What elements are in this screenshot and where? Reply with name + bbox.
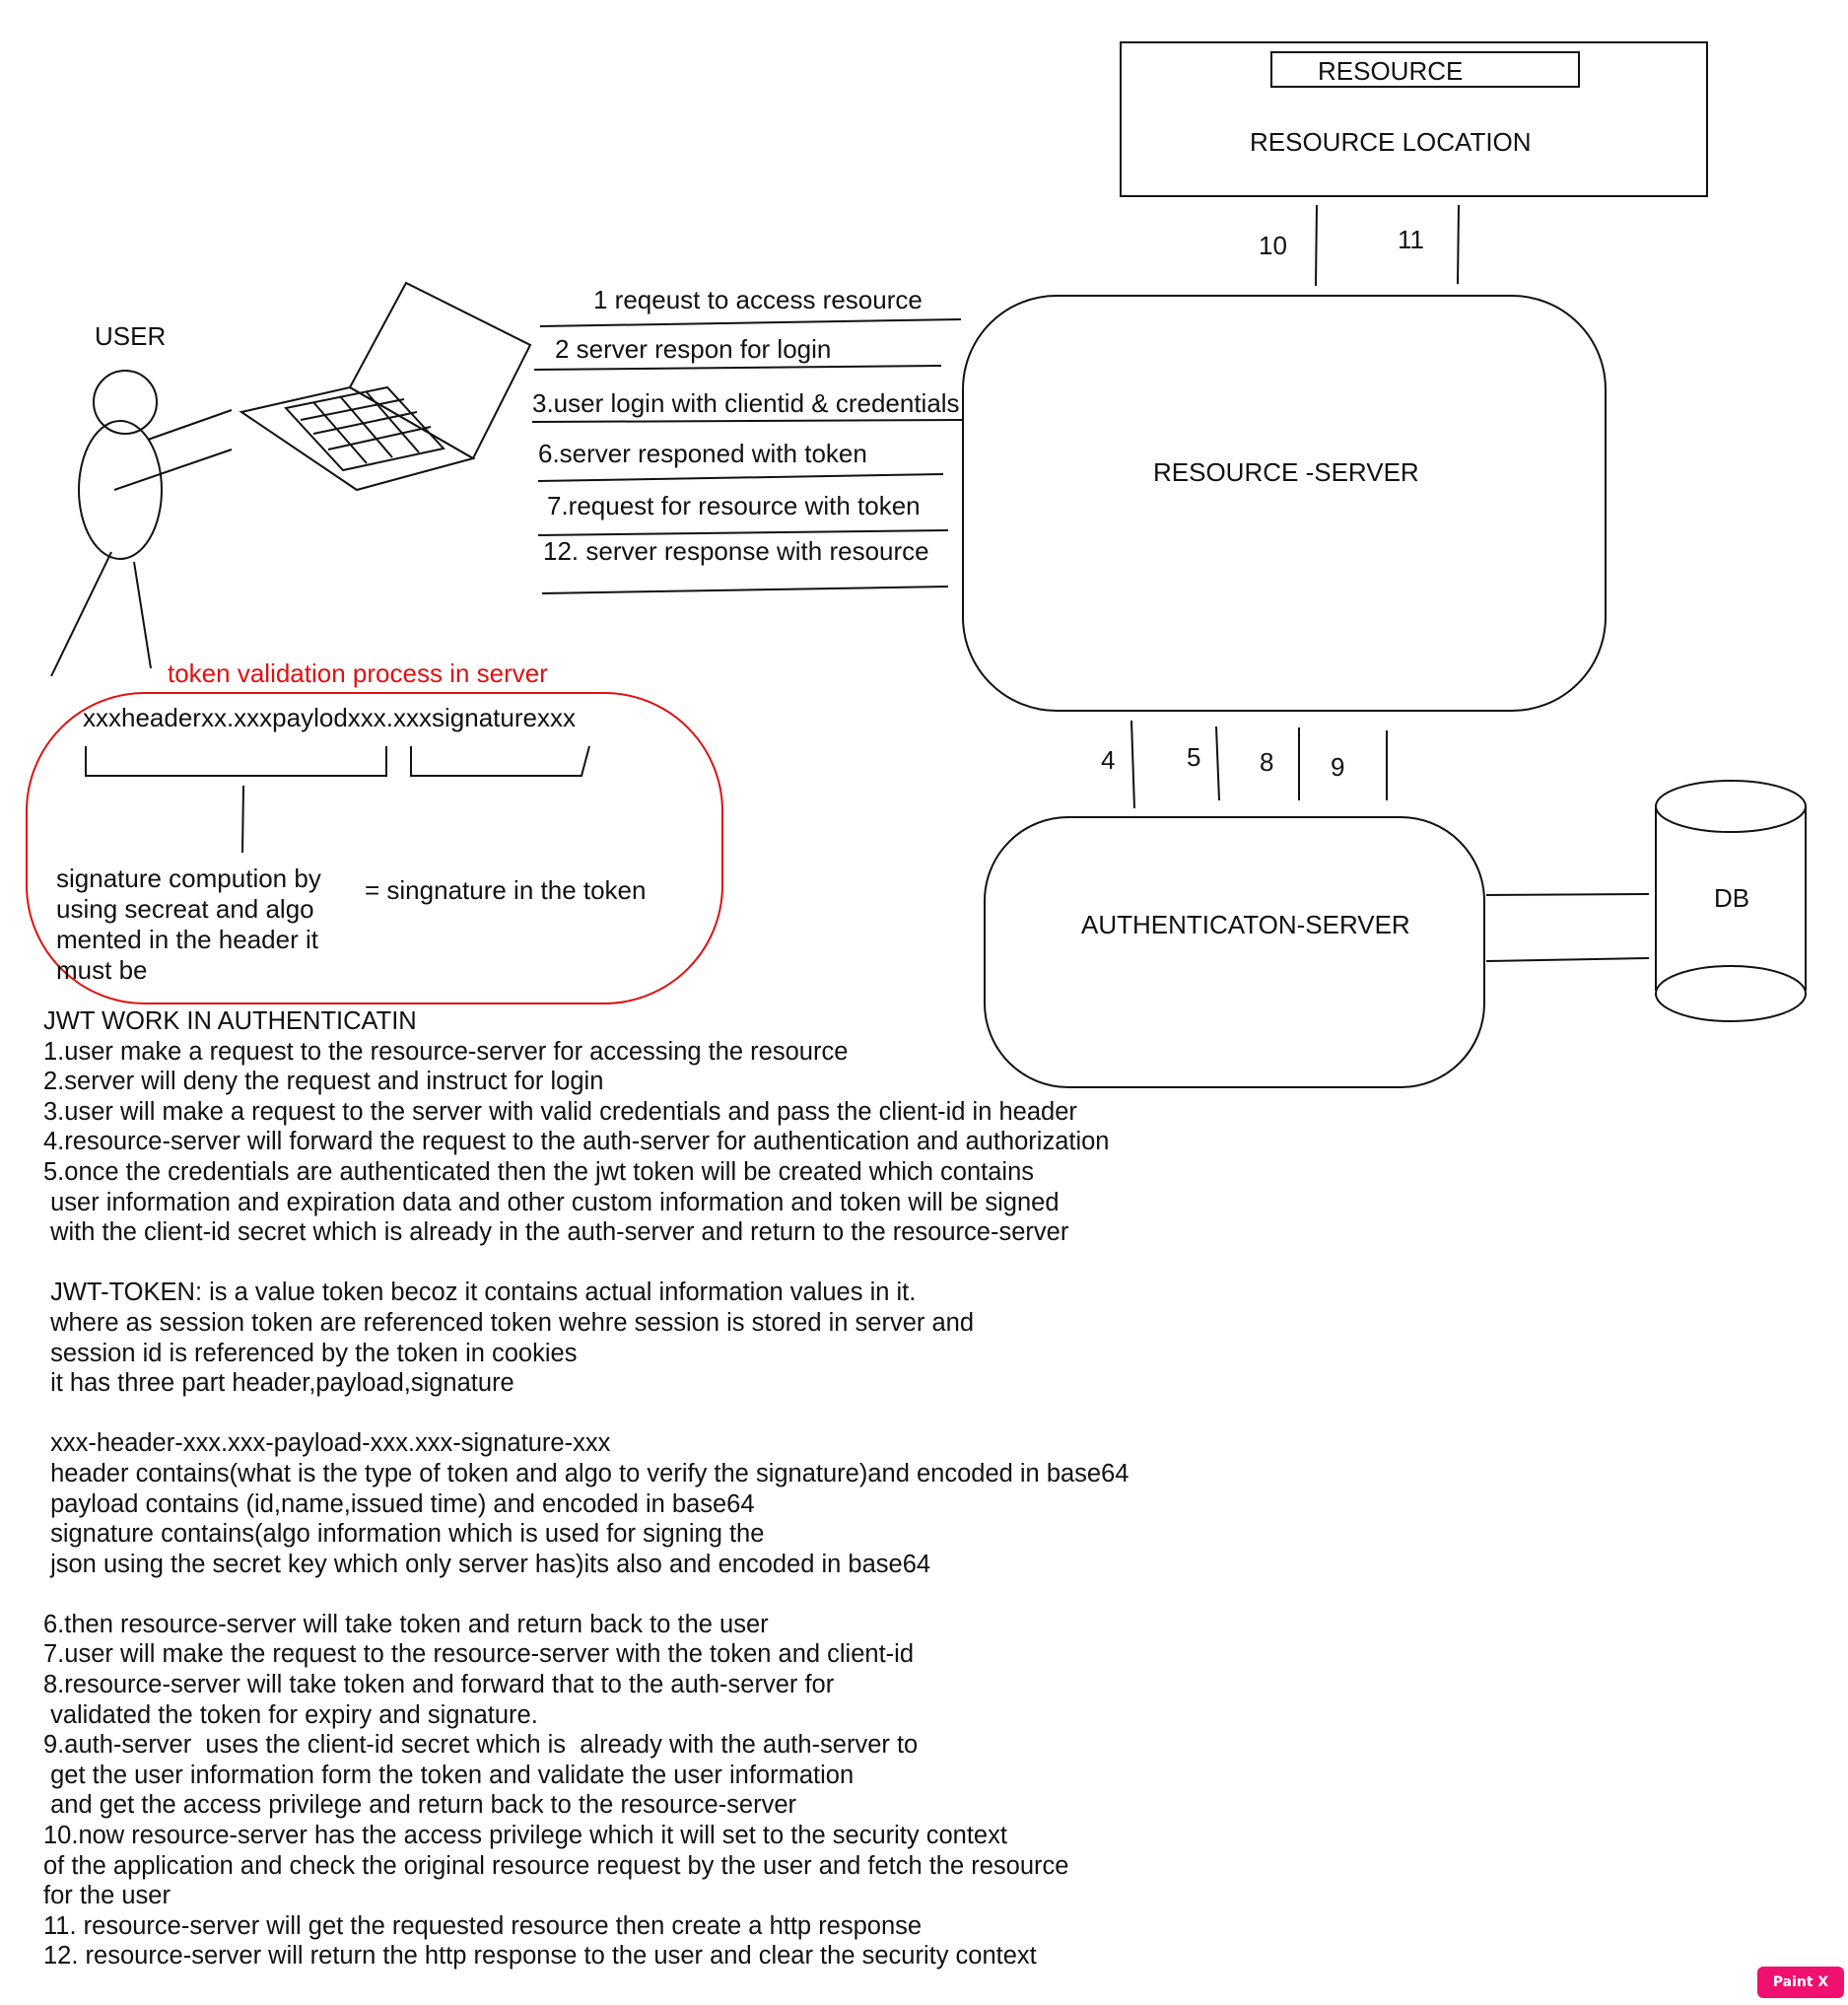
notes-line: user information and expiration data and… [43,1188,1060,1216]
db-link-top [1485,893,1650,896]
db-cylinder-body [1655,806,1807,991]
signature-computation-line-3: mented in the header it [56,925,318,954]
step-11-label: 11 [1398,225,1424,254]
db-cylinder-top [1655,780,1807,833]
arrow-label-7: 7.request for resource with token [547,491,921,520]
notes-line: 6.then resource-server will take token a… [43,1610,769,1638]
notes-line: signature contains(algo information whic… [43,1520,765,1549]
notes-line: 5.once the credentials are authenticated… [43,1157,1035,1186]
token-bracket-stem [241,785,244,854]
signature-computation-line-2: using secreat and algo [56,894,314,924]
token-validation-title: token validation process in server [168,658,548,688]
notes-line: 10.now resource-server has the access pr… [43,1822,1007,1850]
arrow-label-12: 12. server response with resource [543,536,929,566]
token-string: xxxheaderxx.xxxpaylodxxx.xxxsignaturexxx [83,703,576,732]
user-label: USER [95,321,167,351]
arrow-line-1 [539,318,962,327]
notes-line: for the user [43,1882,171,1910]
notes-line: 1.user make a request to the resource-se… [43,1037,849,1066]
notes-line [43,1399,1129,1429]
arrow-label-1: 1 reqeust to access resource [593,285,923,314]
resource-title-box [1270,51,1580,88]
token-bracket-signature [410,745,590,777]
notes-line: 9.auth-server uses the client-id secret … [43,1731,919,1760]
arrow-line-12 [541,586,949,594]
notes-line [43,1579,1129,1610]
arrow-label-6: 6.server responed with token [538,439,867,468]
arrow-label-2: 2 server respon for login [555,334,832,364]
step-5-label: 5 [1187,742,1201,772]
signature-computation-line-1: signature compution by [56,864,321,893]
notes-line: 12. resource-server will return the http… [43,1942,1037,1970]
resource-location-box [1120,41,1708,197]
notes-line: validated the token for expiry and signa… [43,1700,538,1729]
signature-equals-text: = singnature in the token [365,875,647,905]
user-leg-left [50,551,112,677]
notes-line: json using the secret key which only ser… [43,1550,931,1578]
db-cylinder-bottom [1655,965,1807,1022]
notes-line: payload contains (id,name,issued time) a… [43,1489,755,1518]
db-link-bottom [1485,957,1650,962]
auth-server-label: AUTHENTICATON-SERVER [1081,910,1410,939]
step-8-label: 8 [1260,747,1274,777]
token-validation-oval [26,692,723,1004]
connector-11 [1457,204,1460,285]
arrow-line-3 [531,419,965,423]
notes-line [43,1248,1129,1279]
token-bracket-header-payload [85,746,387,777]
notes-line: JWT WORK IN AUTHENTICATIN [43,1007,417,1035]
notes-line: 4.resource-server will forward the reque… [43,1128,1110,1156]
notes-line: 3.user will make a request to the server… [43,1097,1077,1126]
arrow-line-7 [537,529,949,536]
notes-line: and get the access privilege and return … [43,1791,796,1820]
connector-10 [1315,204,1318,287]
step-9-label: 9 [1331,752,1345,782]
user-head [93,370,158,435]
notes-line: 11. resource-server will get the request… [43,1911,923,1940]
notes-line: where as session token are referenced to… [43,1308,974,1337]
resource-location-label: RESOURCE LOCATION [1250,127,1532,157]
notes-line: JWT-TOKEN: is a value token becoz it con… [43,1279,917,1307]
paint-x-lite-watermark: Paint X Lite [1757,1967,1844,1998]
connector-4 [1130,720,1135,809]
user-leg-right [133,561,152,669]
laptop-icon [239,281,532,492]
connector-5 [1215,726,1220,801]
resource-title: RESOURCE [1318,56,1464,86]
resource-server-box [962,295,1607,712]
signature-computation-line-4: must be [56,955,148,985]
notes-line: header contains(what is the type of toke… [43,1459,1129,1487]
notes-line: of the application and check the origina… [43,1851,1069,1880]
user-body [78,420,163,560]
notes-line: get the user information form the token … [43,1761,855,1789]
notes-line: session id is referenced by the token in… [43,1339,578,1367]
notes-line: 2.server will deny the request and instr… [43,1068,604,1096]
notes-line: xxx-header-xxx.xxx-payload-xxx.xxx-signa… [43,1429,611,1458]
notes-line: 8.resource-server will take token and fo… [43,1671,835,1699]
db-label: DB [1714,883,1750,913]
step-4-label: 4 [1101,745,1116,775]
arrow-line-6 [537,473,944,482]
notes-line: 7.user will make the request to the reso… [43,1640,915,1669]
auth-server-box [984,816,1485,1088]
resource-server-label: RESOURCE -SERVER [1153,457,1419,487]
step-10-label: 10 [1259,231,1287,260]
notes-line: with the client-id secret which is alrea… [43,1218,1069,1247]
user-arm-upper [147,409,233,441]
arrow-label-3: 3.user login with clientid & credentials [532,388,960,418]
arrow-line-2 [533,365,942,371]
user-arm-lower [113,449,233,491]
notes-line: it has three part header,payload,signatu… [43,1369,514,1398]
jwt-notes: JWT WORK IN AUTHENTICATIN 1.user make a … [43,1006,1129,1971]
